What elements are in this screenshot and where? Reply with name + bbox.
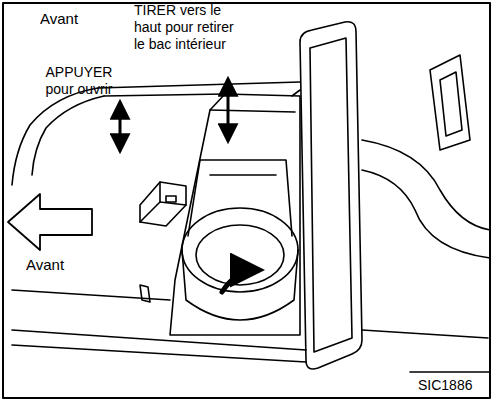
lid xyxy=(300,22,362,369)
lid-inner xyxy=(310,38,352,352)
gear-knob xyxy=(430,55,470,150)
push-label: APPUYER pour ouvrir xyxy=(38,64,120,98)
console-side xyxy=(362,330,488,338)
gear-knob xyxy=(440,72,462,136)
pull-arrow xyxy=(227,80,230,140)
console-side xyxy=(12,345,306,362)
push-arrow xyxy=(119,103,122,150)
front-label: Avant xyxy=(40,10,120,27)
bin-opening xyxy=(170,94,300,335)
cup-holder xyxy=(182,208,298,292)
frame-rule xyxy=(410,371,490,373)
inner-tray xyxy=(188,160,292,236)
latch-slot xyxy=(166,196,176,202)
console-top xyxy=(98,82,300,88)
front-arrow xyxy=(8,194,92,250)
frame xyxy=(3,3,490,398)
console-edge xyxy=(12,88,98,185)
console-side xyxy=(12,290,170,300)
latch-tab xyxy=(140,182,186,226)
console-side xyxy=(362,140,490,230)
console-edge xyxy=(32,96,104,175)
console-top xyxy=(104,94,225,96)
console-side xyxy=(362,170,490,258)
pin xyxy=(140,285,150,302)
front-label: Avant xyxy=(26,256,96,273)
rotation-arrow xyxy=(222,270,258,292)
figure-code: SIC1886 xyxy=(418,377,488,394)
bin-rim xyxy=(210,110,295,112)
pull-label: TIRER vers le haut pour retirer le bac i… xyxy=(134,2,238,53)
lid-hinge xyxy=(292,90,300,96)
inner-tray xyxy=(210,174,276,176)
latch-tab xyxy=(140,182,160,222)
